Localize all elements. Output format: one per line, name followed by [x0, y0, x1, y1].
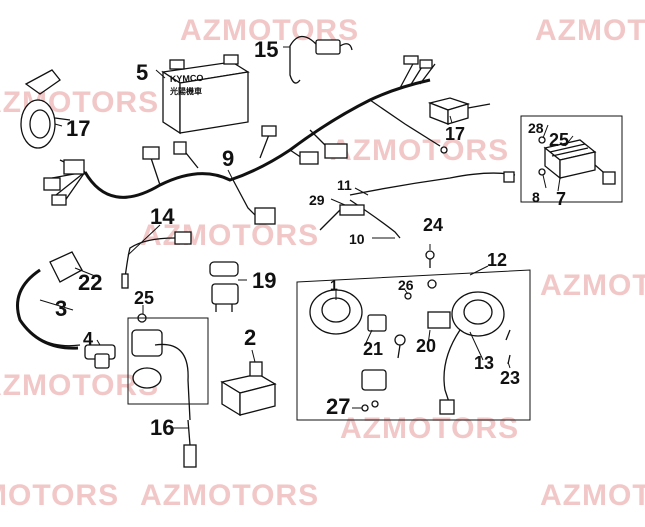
- callout-5: 5: [136, 60, 148, 85]
- battery-brand: KYMCO: [170, 73, 204, 84]
- callout-27: 27: [326, 394, 350, 419]
- watermark: AZMOTORS: [540, 269, 645, 302]
- callout-25-reg: 25: [549, 130, 569, 150]
- callout-25-left: 25: [134, 288, 154, 308]
- screws-27: [361, 400, 379, 412]
- callout-16: 16: [150, 415, 174, 440]
- watermark: AZMOTORS: [330, 134, 509, 167]
- callout-14: 14: [150, 204, 175, 229]
- callout-labels: 5 15 17 9 17 28 25 8 7 11 29 10 14 19 22…: [55, 37, 569, 440]
- callout-17-relay: 17: [445, 124, 465, 144]
- callout-17-horn: 17: [66, 116, 90, 141]
- sub-harness: [319, 171, 516, 239]
- cdi-unit: [220, 361, 277, 417]
- callout-3: 3: [55, 296, 67, 321]
- callout-2: 2: [244, 325, 256, 350]
- callout-24: 24: [423, 215, 443, 235]
- callout-22: 22: [78, 270, 102, 295]
- callout-19: 19: [252, 268, 276, 293]
- callout-26: 26: [398, 277, 414, 293]
- switch-19: [209, 261, 239, 312]
- callout-8: 8: [532, 189, 540, 205]
- callout-4: 4: [83, 329, 93, 349]
- watermark: AZMOTORS: [340, 412, 519, 445]
- relay: [427, 97, 491, 125]
- callout-12: 12: [487, 250, 507, 270]
- callout-28: 28: [528, 120, 544, 136]
- bolt-24: [425, 250, 435, 268]
- callout-21: 21: [363, 339, 383, 359]
- callout-10: 10: [349, 231, 365, 247]
- leader-lines: [39, 46, 574, 429]
- sub-harness-16: [127, 317, 209, 468]
- watermark: AZMOTORS: [140, 479, 319, 512]
- watermark-layer: AZMOTORS AZMOTORS AZMOTORS AZMOTORS AZMO…: [0, 14, 645, 512]
- watermark: AZMOTORS: [0, 479, 119, 512]
- callout-29: 29: [309, 192, 325, 208]
- regulator-rectifier: [520, 115, 623, 203]
- watermark: AZMOTORS: [535, 14, 645, 47]
- callout-15: 15: [254, 37, 278, 62]
- callout-23: 23: [500, 368, 520, 388]
- connector-15: [289, 35, 353, 84]
- sensor-lead: [121, 231, 192, 289]
- callout-11: 11: [337, 177, 352, 193]
- ignition-switch-group: [296, 269, 531, 421]
- callout-7: 7: [556, 189, 566, 209]
- battery: KYMCO 光陽機車: [161, 54, 250, 135]
- watermark: AZMOTORS: [0, 369, 159, 402]
- ignition-coil: [16, 251, 116, 369]
- callout-1: 1: [330, 277, 338, 293]
- main-harness: [43, 55, 448, 225]
- watermark: AZMOTORS: [140, 219, 319, 252]
- callout-20: 20: [416, 336, 436, 356]
- battery-subtext: 光陽機車: [169, 86, 202, 96]
- watermark: AZMOTORS: [540, 479, 645, 512]
- callout-13: 13: [474, 353, 494, 373]
- callout-9: 9: [222, 146, 234, 171]
